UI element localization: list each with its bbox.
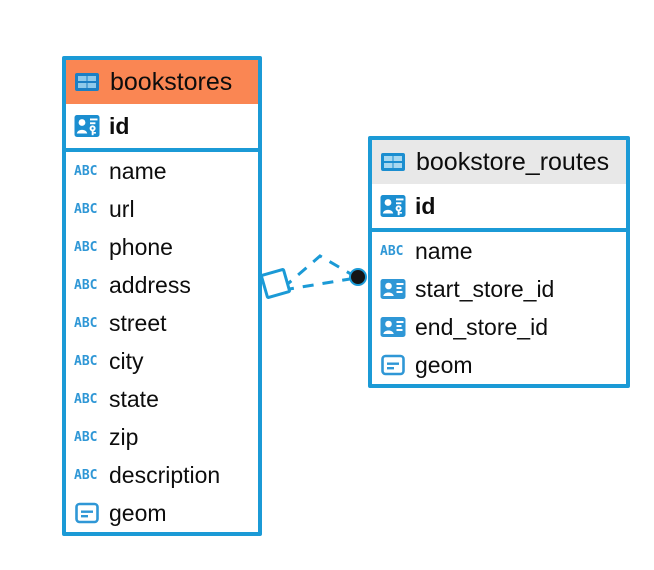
field-row-url[interactable]: ABC url: [66, 190, 258, 228]
field-row-state[interactable]: ABC state: [66, 380, 258, 418]
field-name: street: [109, 309, 167, 336]
entity-bookstore-routes[interactable]: bookstore_routes id: [368, 136, 630, 388]
field-name: phone: [109, 233, 173, 260]
field-name: name: [109, 157, 167, 184]
field-name: zip: [109, 423, 139, 450]
table-icon: [74, 72, 100, 92]
field-row-description[interactable]: ABC description: [66, 456, 258, 494]
entity-title: bookstores: [110, 67, 233, 96]
field-name: id: [109, 112, 130, 139]
diamond-handle-icon[interactable]: [260, 268, 291, 299]
text-type-icon: ABC: [74, 429, 98, 445]
field-row-geom[interactable]: geom: [66, 494, 258, 532]
text-type-icon: ABC: [74, 391, 98, 407]
relationship-line-lower: [282, 276, 357, 292]
field-row-address[interactable]: ABC address: [66, 266, 258, 304]
field-name: name: [415, 237, 473, 264]
field-list-bookstores: ABC name ABC url ABC phone ABC address A…: [66, 152, 258, 532]
field-name: id: [415, 192, 436, 219]
text-type-icon: ABC: [74, 163, 98, 179]
foreign-key-icon: [380, 315, 406, 339]
field-row-zip[interactable]: ABC zip: [66, 418, 258, 456]
primary-key-icon: [74, 114, 100, 138]
field-row-start-store-id[interactable]: start_store_id: [372, 270, 626, 308]
text-type-icon: ABC: [74, 315, 98, 331]
primary-key-divider: [66, 148, 258, 152]
primary-key-divider: [372, 228, 626, 232]
foreign-key-icon: [380, 277, 406, 301]
entity-bookstores[interactable]: bookstores id: [62, 56, 262, 536]
relationship-line-upper: [282, 254, 357, 290]
entity-header-bookstore-routes[interactable]: bookstore_routes: [372, 140, 626, 184]
field-row-name[interactable]: ABC name: [66, 152, 258, 190]
text-type-icon: ABC: [74, 201, 98, 217]
primary-key-icon: [380, 194, 406, 218]
field-name: geom: [109, 499, 167, 526]
field-name: description: [109, 461, 221, 488]
geometry-type-icon: [74, 501, 100, 525]
field-row-id[interactable]: id: [372, 184, 626, 228]
text-type-icon: ABC: [74, 277, 98, 293]
field-row-name[interactable]: ABC name: [372, 232, 626, 270]
field-row-geom[interactable]: geom: [372, 346, 626, 384]
field-row-city[interactable]: ABC city: [66, 342, 258, 380]
filled-circle-endpoint-icon[interactable]: [349, 268, 367, 286]
field-name: geom: [415, 351, 473, 378]
field-row-id[interactable]: id: [66, 104, 258, 148]
text-type-icon: ABC: [380, 243, 404, 259]
field-row-end-store-id[interactable]: end_store_id: [372, 308, 626, 346]
field-row-street[interactable]: ABC street: [66, 304, 258, 342]
field-name: address: [109, 271, 191, 298]
field-name: city: [109, 347, 144, 374]
entity-header-bookstores[interactable]: bookstores: [66, 60, 258, 104]
field-name: url: [109, 195, 135, 222]
entity-title: bookstore_routes: [416, 147, 610, 176]
field-name: state: [109, 385, 159, 412]
table-icon: [380, 152, 406, 172]
text-type-icon: ABC: [74, 353, 98, 369]
geometry-type-icon: [380, 353, 406, 377]
field-list-bookstore-routes: ABC name start_store_id: [372, 232, 626, 384]
field-name: end_store_id: [415, 313, 548, 340]
text-type-icon: ABC: [74, 239, 98, 255]
text-type-icon: ABC: [74, 467, 98, 483]
field-name: start_store_id: [415, 275, 555, 302]
field-row-phone[interactable]: ABC phone: [66, 228, 258, 266]
